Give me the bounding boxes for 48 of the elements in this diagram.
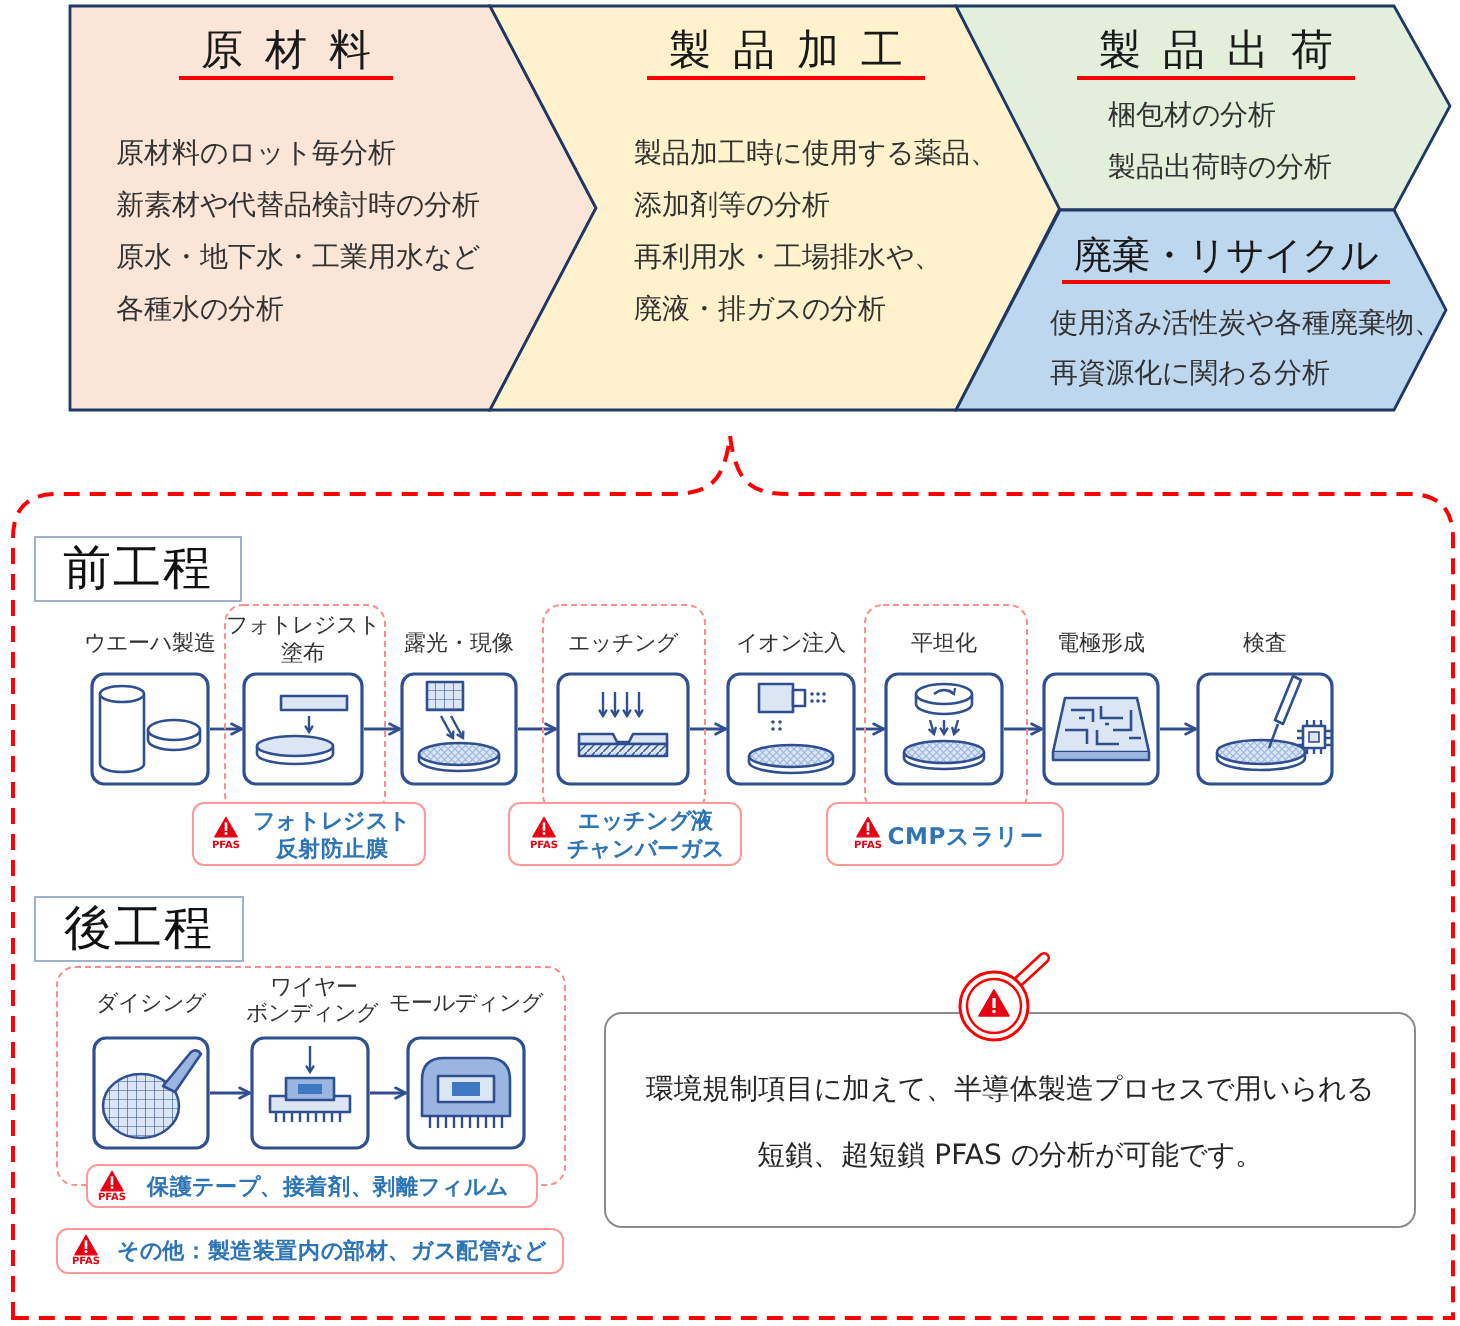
info-box	[604, 1012, 1416, 1228]
analysis-text: 製品加工時に使用する薬品、添加剤等の分析	[634, 136, 1000, 226]
warning-text: エッチング液	[578, 808, 714, 836]
analysis-text: 再利用水・工場排水や、廃液・排ガスの分析	[634, 240, 944, 330]
warning-box	[826, 802, 1064, 866]
warning-text: 保護テープ、接着剤、剥離フィルム	[147, 1174, 509, 1202]
stage-heading: 廃棄・リサイクル	[1062, 234, 1390, 284]
analysis-text: 製品出荷時の分析	[1108, 150, 1332, 188]
analysis-text: 原水・地下水・工業用水など各種水の分析	[116, 240, 482, 330]
step-label: イオン注入	[736, 630, 846, 658]
step-label: フォトレジスト塗布	[224, 612, 382, 668]
warning-box	[56, 1228, 564, 1274]
arrow	[1160, 722, 1197, 736]
section-heading: 後工程	[34, 896, 244, 962]
warning-text: CMPスラリー	[887, 820, 1045, 852]
warning-text: その他：製造装置内の部材、ガス配管など	[117, 1238, 547, 1266]
warning-box	[508, 802, 742, 866]
warning-box	[192, 802, 426, 866]
stage-heading: 原材料	[179, 26, 393, 80]
arrow	[210, 1086, 251, 1100]
warning-text: チャンバーガス	[566, 836, 726, 864]
analysis-text: 原材料のロット毎分析	[116, 136, 398, 174]
step-label: 電極形成	[1057, 630, 1145, 658]
stage-heading: 製品加工	[647, 26, 925, 80]
arrow	[856, 722, 885, 736]
arrow	[210, 722, 243, 736]
arrow	[518, 722, 557, 736]
step-label: ワイヤーボンディング	[244, 973, 379, 1025]
warning-text: フォトレジスト	[252, 808, 412, 836]
section-heading: 前工程	[34, 536, 242, 602]
step-label: ダイシング	[96, 990, 206, 1018]
step-label: ウエーハ製造	[84, 630, 216, 658]
arrow	[690, 722, 727, 736]
step-label: モールディング	[389, 990, 543, 1018]
analysis-text: 梱包材の分析	[1108, 98, 1278, 136]
warning-text: 反射防止膜	[275, 836, 389, 864]
analysis-text: 使用済み活性炭や各種廃棄物、再資源化に関わる分析	[1050, 306, 1444, 394]
step-label: 露光・現像	[404, 630, 514, 658]
arrow	[1004, 722, 1043, 736]
warning-box	[86, 1164, 538, 1208]
arrow	[370, 1086, 407, 1100]
step-label: 平坦化	[911, 630, 977, 658]
arrow	[364, 722, 401, 736]
stage-heading: 製品出荷	[1077, 26, 1355, 80]
step-label: エッチング	[568, 630, 678, 658]
note-text: 環境規制項目に加えて、半導体製造プロセスで用いられる短鎖、超短鎖 PFAS の分析が可能です。	[644, 1072, 1376, 1176]
analysis-text: 新素材や代替品検討時の分析	[116, 188, 482, 226]
step-label: 検査	[1243, 630, 1287, 658]
